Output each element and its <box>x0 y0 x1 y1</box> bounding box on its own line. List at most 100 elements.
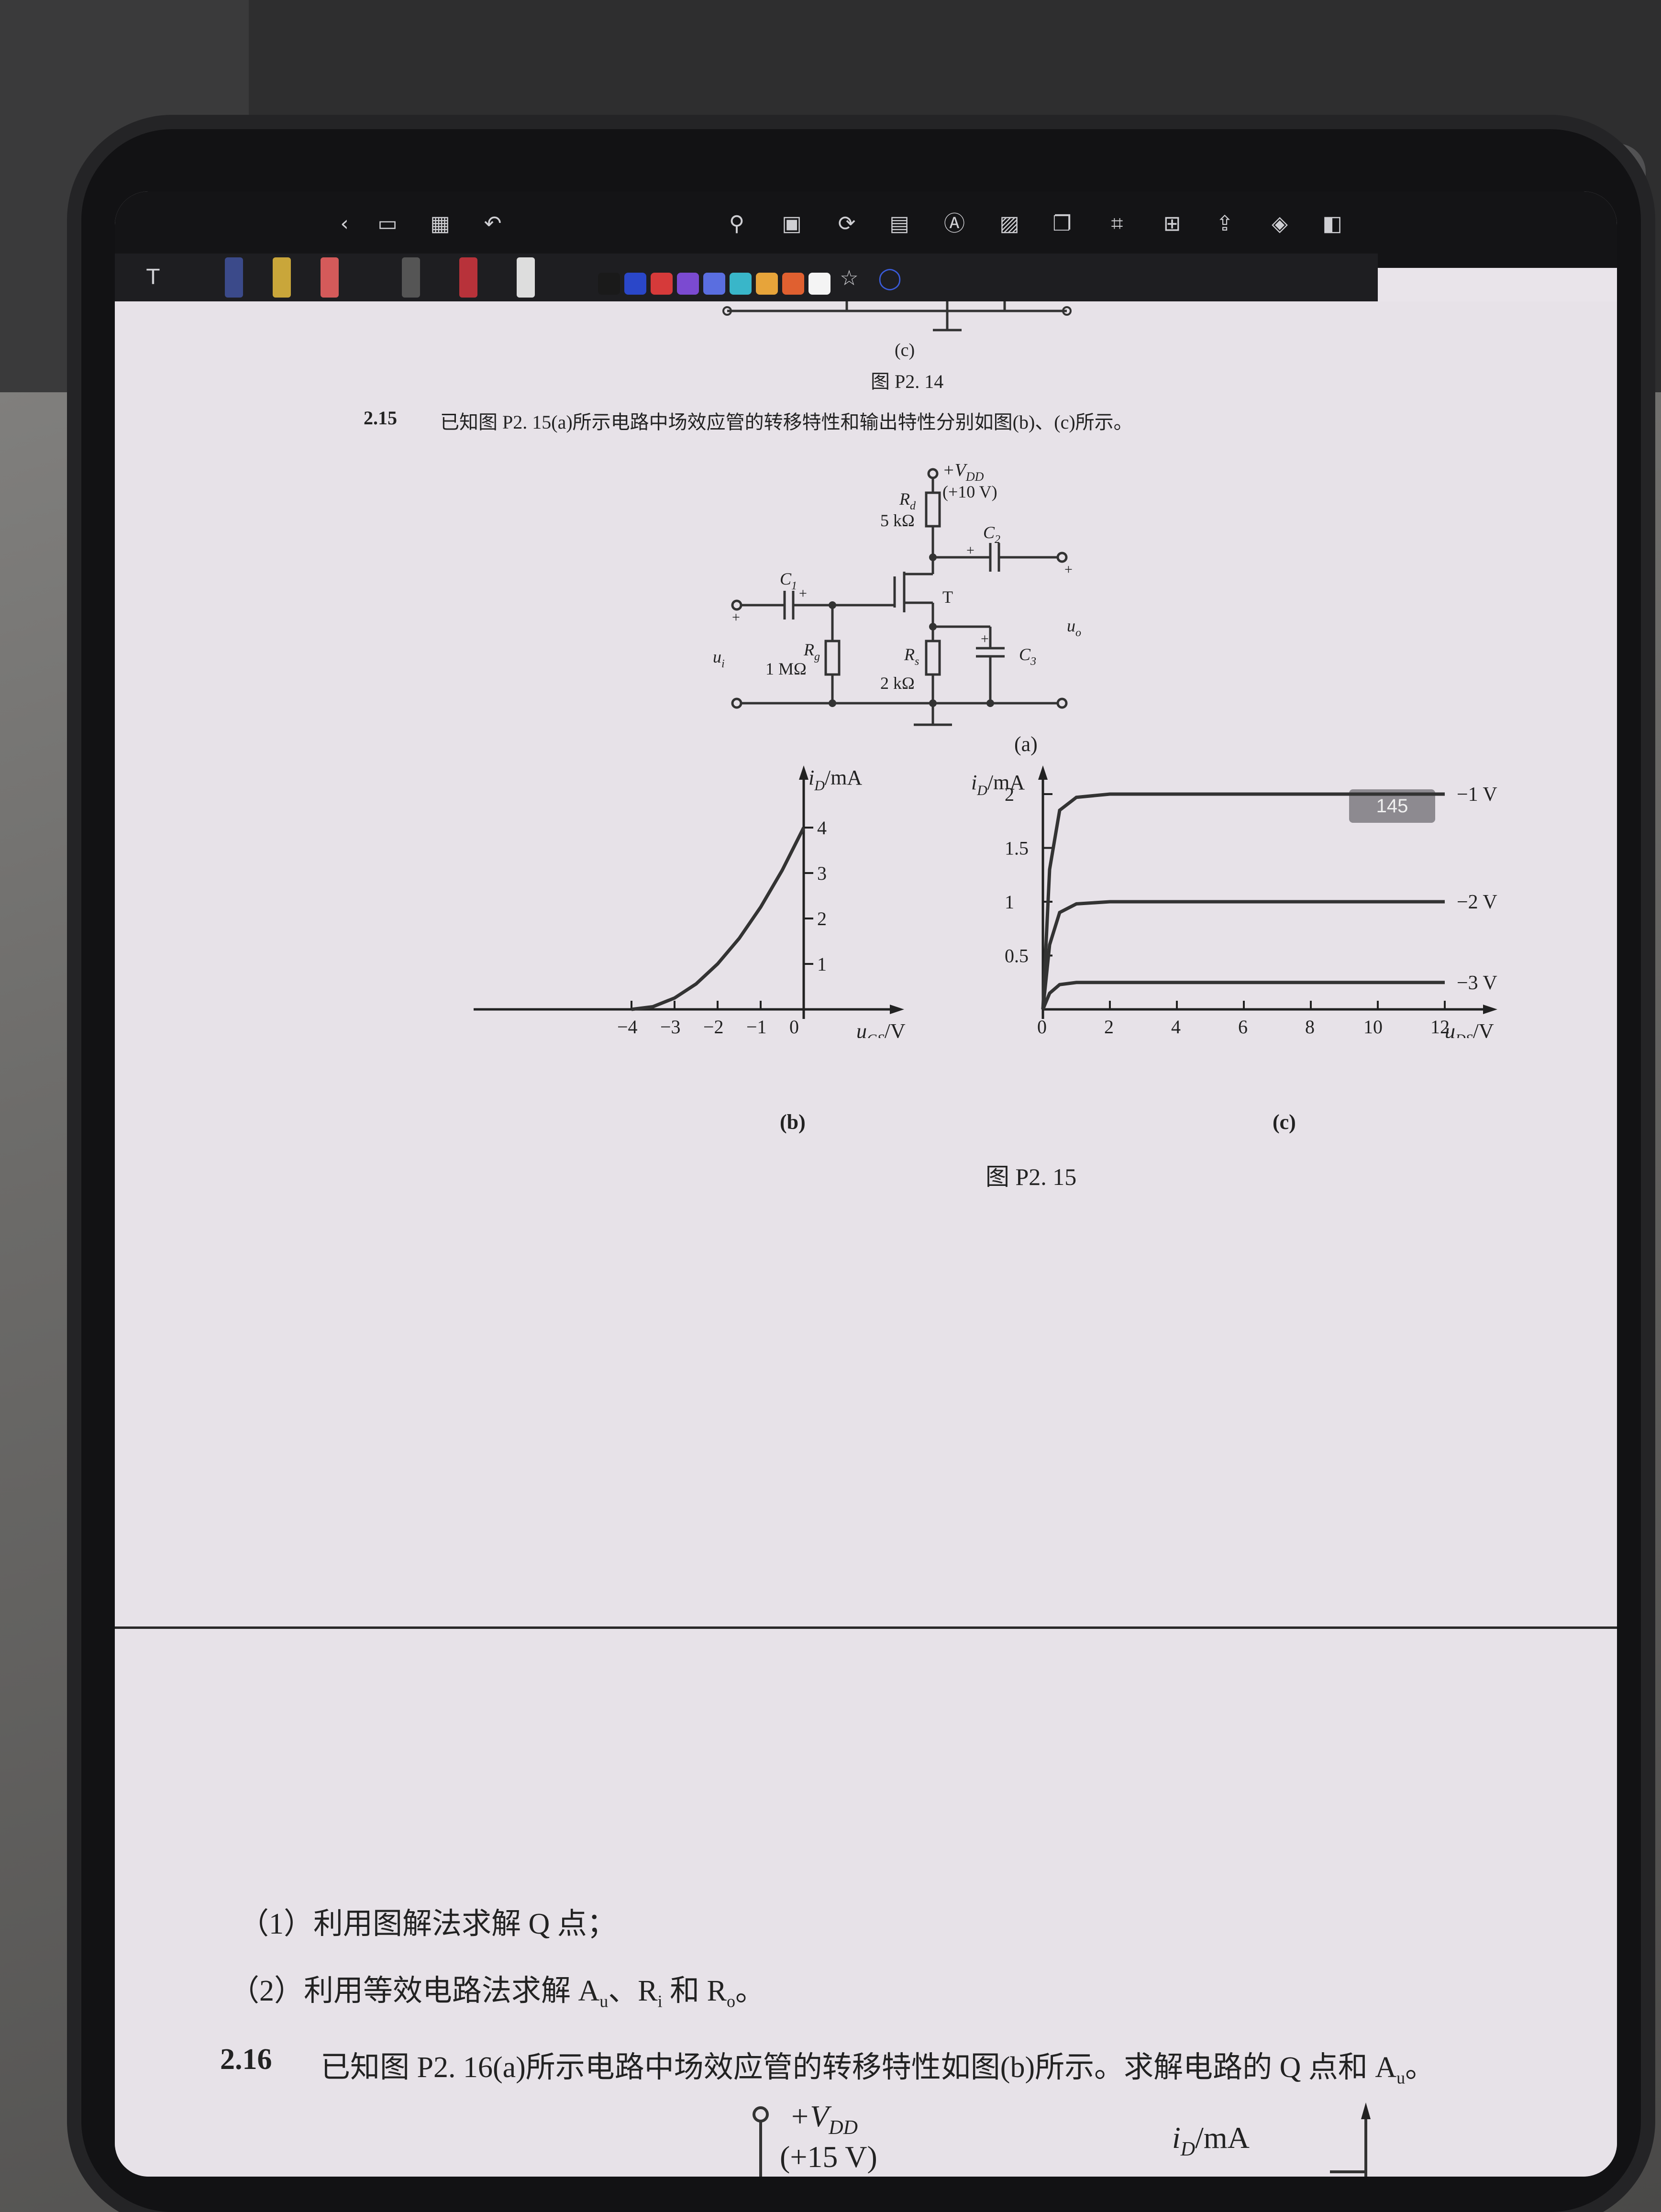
pencil-tool[interactable] <box>402 257 420 298</box>
uo-label: uo <box>1067 616 1081 639</box>
vdd-216-label: +VDD <box>789 2100 858 2139</box>
document-page: (c) 图 P2. 14 2.15 已知图 P2. 15(a)所示电路中场效应管… <box>115 301 1617 2177</box>
pen-tool[interactable] <box>225 257 243 298</box>
page-divider <box>115 1626 1617 1629</box>
chart-c-curve-label: −2 V <box>1457 891 1497 913</box>
highlighter-tool[interactable] <box>273 257 291 298</box>
question-2: （2）利用等效电路法求解 Au、Ri 和 Ro。 <box>230 1975 765 2011</box>
chart-b-caption: (b) <box>780 1110 806 1134</box>
vdd-value: (+10 V) <box>942 482 997 501</box>
rd-value: 5 kΩ <box>880 511 915 530</box>
text-tool-icon[interactable]: T <box>146 265 160 289</box>
color-red[interactable] <box>651 273 673 295</box>
color-white[interactable] <box>808 273 830 295</box>
text-icon[interactable]: Ⓐ <box>944 211 965 236</box>
share-icon[interactable]: ⇪ <box>1216 211 1234 236</box>
color-blue[interactable] <box>624 273 646 295</box>
rg-value: 1 MΩ <box>765 659 807 678</box>
chart-c-xlabel: uDS/V <box>1445 1019 1494 1038</box>
fig-p214-caption: 图 P2. 14 <box>871 371 944 392</box>
link-icon[interactable]: ⚲ <box>729 211 745 236</box>
copy-icon[interactable]: ❐ <box>1052 211 1072 236</box>
problem-216-number: 2.16 <box>220 2043 272 2076</box>
insert-icon[interactable]: ⊞ <box>1163 211 1181 236</box>
chart-c-curve <box>1041 981 1445 1010</box>
chart-c-xtick-label: 4 <box>1171 1016 1181 1038</box>
chart-c-ytick-label: 2 <box>1005 784 1014 805</box>
c1-plus: + <box>799 586 807 601</box>
chart-b-ytick-label: 3 <box>817 863 827 884</box>
layers-icon[interactable]: ◈ <box>1272 211 1288 236</box>
chart-c-ytick-label: 0.5 <box>1005 945 1029 967</box>
chart-b-xtick-label: −1 <box>746 1016 767 1038</box>
color-indigo[interactable] <box>703 273 725 295</box>
rg-label: Rg <box>803 640 820 663</box>
c3-plus: + <box>981 631 989 647</box>
color-purple[interactable] <box>677 273 699 295</box>
chart-b-xtick-label: −4 <box>617 1016 638 1038</box>
chart-c-xtick-label: 2 <box>1104 1016 1114 1038</box>
c2-plus: + <box>966 542 974 558</box>
chart-c-xtick-label: 6 <box>1238 1016 1248 1038</box>
problem-215-text: 已知图 P2. 15(a)所示电路中场效应管的转移特性和输出特性分别如图(b)、… <box>440 411 1133 433</box>
tablet-screen: ‹ ▭ ▦ ↶ ⚲ ▣ ⟳ ▤ Ⓐ ▨ ❐ ⌗ ⊞ ⇪ ◈ ◧ T ☆ ◯ <box>115 191 1617 2177</box>
chart-b-ytick-label: 1 <box>817 953 827 975</box>
chart-b-xtick-label: 0 <box>789 1016 799 1038</box>
chart-b-ylabel: iD/mA <box>808 766 862 794</box>
chart-c-ylabel: iD/mA <box>971 771 1025 798</box>
chart-c-ytick-label: 1 <box>1005 891 1014 913</box>
rs-value: 2 kΩ <box>880 674 915 693</box>
chart-b-transfer-curve <box>631 827 806 1011</box>
back-icon[interactable]: ‹ <box>340 211 349 236</box>
vdd-label: +VDD <box>942 460 984 484</box>
chart-b-ytick-label: 4 <box>817 817 827 839</box>
fig-p214-subcaption: (c) <box>895 340 915 360</box>
pen-toolbar: T ☆ ◯ <box>115 254 1378 301</box>
circuit-216-partial: +VDD (+15 V) iD/mA <box>753 2100 1371 2177</box>
sidebar-icon[interactable]: ▭ <box>377 211 398 236</box>
save-icon[interactable]: ▣ <box>782 211 802 236</box>
color-deep-orange[interactable] <box>782 273 804 295</box>
chart-c-xtick-label: 10 <box>1363 1016 1383 1038</box>
question-1: （1）利用图解法求解 Q 点； <box>239 1908 617 1940</box>
chart-c-curve-label: −3 V <box>1457 972 1497 994</box>
grid-icon[interactable]: ▦ <box>430 211 450 236</box>
c3-label: C3 <box>1019 645 1036 668</box>
chart-c-xtick-label: 8 <box>1305 1016 1315 1038</box>
star-icon[interactable]: ☆ <box>840 266 859 290</box>
out-plus: + <box>1064 562 1073 577</box>
chart-c-curve <box>1041 792 1445 1010</box>
chart-c-xtick-label: 0 <box>1037 1016 1047 1038</box>
chart-b-xtick-label: −2 <box>703 1016 724 1038</box>
layout-icon[interactable]: ▤ <box>889 211 909 236</box>
problem-216-text: 已知图 P2. 16(a)所示电路中场效应管的转移特性如图(b)所示。求解电路的… <box>321 2051 1435 2088</box>
problem-215-number: 2.15 <box>364 407 397 429</box>
undo-icon[interactable]: ↶ <box>484 211 502 236</box>
red-pen-tool[interactable] <box>459 257 477 298</box>
transistor-label: T <box>942 587 953 607</box>
chart-b-xtick-label: −3 <box>660 1016 681 1038</box>
rs-label: Rs <box>904 645 919 668</box>
in-plus: + <box>732 609 740 625</box>
lasso-icon[interactable]: ◯ <box>878 266 902 290</box>
sync-icon[interactable]: ⟳ <box>838 211 856 236</box>
color-black[interactable] <box>598 273 620 295</box>
panel-icon[interactable]: ◧ <box>1322 211 1342 236</box>
circuit-a-caption: (a) <box>1014 732 1038 756</box>
c2-label: C2 <box>983 523 1000 546</box>
fig-p214-remnant <box>722 301 1072 332</box>
chart-c-curve-label: −1 V <box>1457 784 1497 806</box>
crop-icon[interactable]: ⌗ <box>1111 211 1123 236</box>
chart-c-ytick-label: 1.5 <box>1005 838 1029 859</box>
image-icon[interactable]: ▨ <box>999 211 1019 236</box>
color-orange[interactable] <box>756 273 778 295</box>
eraser-tool[interactable] <box>517 257 535 298</box>
color-cyan[interactable] <box>730 273 752 295</box>
chart-b-xlabel: uGS/V <box>856 1019 906 1038</box>
c1-label: C1 <box>780 569 797 592</box>
marker-tool[interactable] <box>321 257 339 298</box>
vdd-216-value: (+15 V) <box>780 2140 877 2174</box>
id-216-label: iD/mA <box>1172 2121 1250 2160</box>
